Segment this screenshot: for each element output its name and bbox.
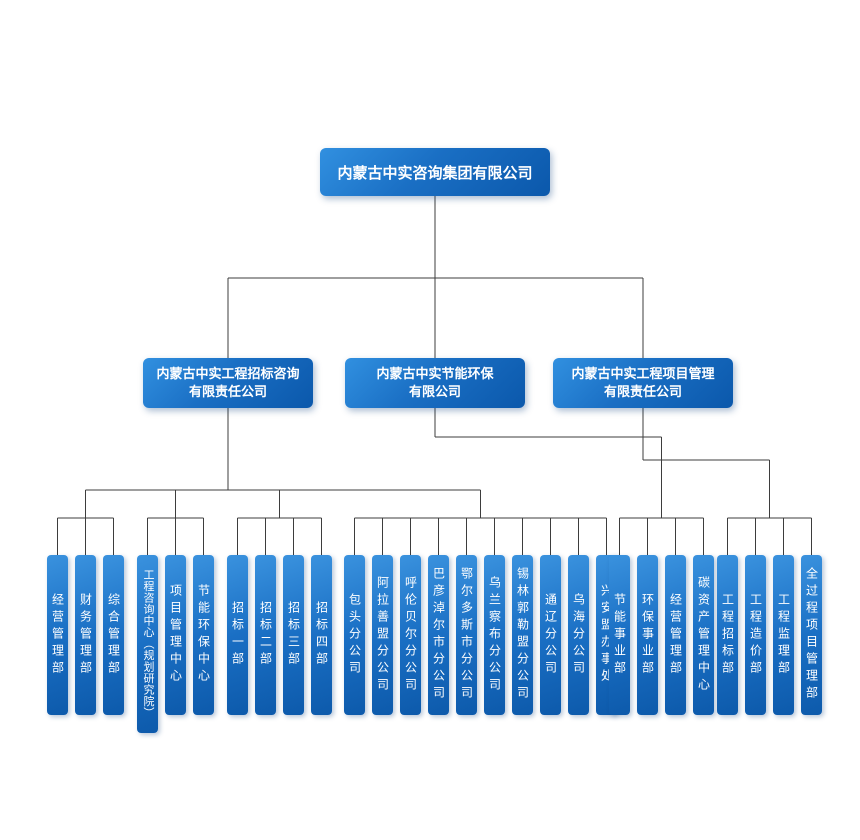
dept-label: 碳资产管理中心 bbox=[696, 575, 711, 695]
branch-label: 乌兰察布分公司 bbox=[487, 575, 502, 695]
company-label-line1: 内蒙古中实节能环保 bbox=[376, 365, 494, 381]
branch-label: 巴彦淖尔市分公司 bbox=[431, 567, 446, 703]
dept-node: 招标四部 bbox=[311, 555, 332, 715]
dept-node: 经营管理部 bbox=[665, 555, 686, 715]
branch-label: 呼伦贝尔分公司 bbox=[403, 575, 418, 695]
company-node-energy: 内蒙古中实节能环保 有限公司 bbox=[345, 358, 525, 408]
dept-label: 节能事业部 bbox=[612, 592, 627, 678]
branch-node: 乌兰察布分公司 bbox=[484, 555, 505, 715]
company-label-line2: 有限责任公司 bbox=[603, 384, 682, 399]
branch-node: 呼伦贝尔分公司 bbox=[400, 555, 421, 715]
dept-label: 招标三部 bbox=[286, 601, 301, 669]
dept-node: 碳资产管理中心 bbox=[693, 555, 714, 715]
dept-node: 招标二部 bbox=[255, 555, 276, 715]
branch-node: 鄂尔多斯市分公司 bbox=[456, 555, 477, 715]
company-label-line1: 内蒙古中实工程项目管理 bbox=[571, 365, 715, 381]
dept-node: 经营管理部 bbox=[47, 555, 68, 715]
branch-label: 通辽分公司 bbox=[543, 592, 558, 678]
cluster-bidding-tender: 招标一部 招标二部 招标三部 招标四部 bbox=[227, 555, 332, 715]
branch-label: 包头分公司 bbox=[347, 592, 362, 678]
branch-node: 包头分公司 bbox=[344, 555, 365, 715]
dept-node: 节能环保中心 bbox=[193, 555, 214, 715]
company-label-line2: 有限公司 bbox=[408, 384, 461, 399]
dept-node: 节能事业部 bbox=[609, 555, 630, 715]
root-company-label: 内蒙古中实咨询集团有限公司 bbox=[337, 164, 533, 182]
cluster-bidding-admin: 经营管理部 财务管理部 综合管理部 bbox=[47, 555, 124, 715]
dept-node: 工程招标部 bbox=[717, 555, 738, 715]
branch-node: 锡林郭勒盟分公司 bbox=[512, 555, 533, 715]
dept-label: 综合管理部 bbox=[106, 592, 121, 678]
branch-label: 鄂尔多斯市分公司 bbox=[459, 567, 474, 703]
cluster-project-depts: 工程招标部 工程造价部 工程监理部 全过程项目管理部 bbox=[717, 555, 822, 715]
dept-label: 招标一部 bbox=[230, 601, 245, 669]
branch-node: 通辽分公司 bbox=[540, 555, 561, 715]
dept-label: 项目管理中心 bbox=[168, 584, 183, 686]
branch-label: 阿拉善盟分公司 bbox=[375, 575, 390, 695]
dept-label: 财务管理部 bbox=[78, 592, 93, 678]
dept-label: 工程咨询中心（规划研究院） bbox=[142, 569, 154, 719]
dept-label: 工程招标部 bbox=[720, 592, 735, 678]
branch-node: 巴彦淖尔市分公司 bbox=[428, 555, 449, 715]
branch-node: 阿拉善盟分公司 bbox=[372, 555, 393, 715]
dept-label: 全过程项目管理部 bbox=[804, 567, 819, 703]
cluster-bidding-centers: 工程咨询中心（规划研究院） 项目管理中心 节能环保中心 bbox=[137, 555, 214, 733]
dept-label: 工程监理部 bbox=[776, 592, 791, 678]
cluster-bidding-branches: 包头分公司 阿拉善盟分公司 呼伦贝尔分公司 巴彦淖尔市分公司 鄂尔多斯市分公司 … bbox=[344, 555, 617, 715]
dept-node: 综合管理部 bbox=[103, 555, 124, 715]
dept-label: 环保事业部 bbox=[640, 592, 655, 678]
dept-node: 招标一部 bbox=[227, 555, 248, 715]
dept-node: 招标三部 bbox=[283, 555, 304, 715]
company-node-bidding: 内蒙古中实工程招标咨询 有限责任公司 bbox=[143, 358, 313, 408]
branch-node: 乌海分公司 bbox=[568, 555, 589, 715]
dept-node: 全过程项目管理部 bbox=[801, 555, 822, 715]
dept-label: 招标四部 bbox=[314, 601, 329, 669]
dept-label: 经营管理部 bbox=[50, 592, 65, 678]
dept-node: 环保事业部 bbox=[637, 555, 658, 715]
dept-node: 项目管理中心 bbox=[165, 555, 186, 715]
root-company-node: 内蒙古中实咨询集团有限公司 bbox=[320, 148, 550, 196]
dept-node: 工程造价部 bbox=[745, 555, 766, 715]
cluster-energy-depts: 节能事业部 环保事业部 经营管理部 碳资产管理中心 bbox=[609, 555, 714, 715]
dept-label: 经营管理部 bbox=[668, 592, 683, 678]
dept-label: 招标二部 bbox=[258, 601, 273, 669]
company-label-line2: 有限责任公司 bbox=[188, 384, 267, 399]
dept-node: 财务管理部 bbox=[75, 555, 96, 715]
branch-label: 锡林郭勒盟分公司 bbox=[515, 567, 530, 703]
company-node-project: 内蒙古中实工程项目管理 有限责任公司 bbox=[553, 358, 733, 408]
dept-node: 工程监理部 bbox=[773, 555, 794, 715]
dept-label: 工程造价部 bbox=[748, 592, 763, 678]
dept-node: 工程咨询中心（规划研究院） bbox=[137, 555, 158, 733]
dept-label: 节能环保中心 bbox=[196, 584, 211, 686]
branch-label: 乌海分公司 bbox=[571, 592, 586, 678]
company-label-line1: 内蒙古中实工程招标咨询 bbox=[156, 365, 300, 381]
